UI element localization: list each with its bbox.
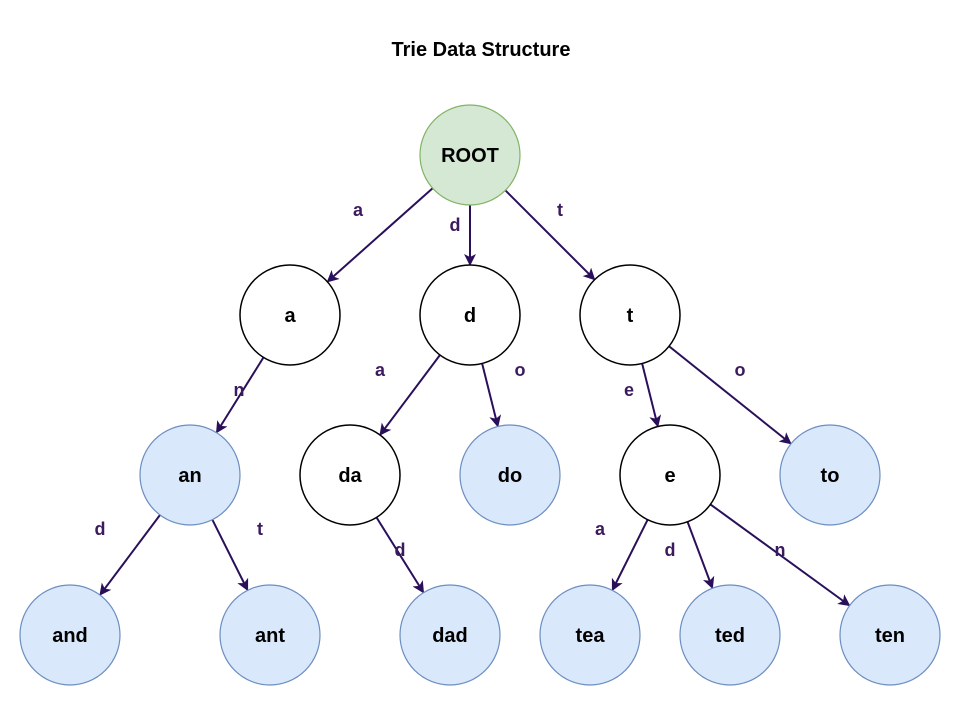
edge-label-a-an: n — [234, 380, 245, 400]
node-circle-t — [579, 264, 681, 366]
edge-t-to — [668, 345, 792, 445]
node-label-do: do — [498, 465, 522, 487]
edge-label-e-ted: d — [665, 540, 676, 560]
node-an: an — [139, 424, 241, 526]
node-t: t — [579, 264, 681, 366]
edge-da-dad — [375, 516, 425, 594]
node-circle-ant — [219, 584, 321, 686]
node-label-da: da — [338, 465, 362, 487]
edge-d-do — [481, 363, 502, 428]
node-and: and — [19, 584, 121, 686]
edge-an-and — [99, 514, 161, 596]
node-label-ted: ted — [715, 625, 745, 647]
edge-label-e-ten: n — [775, 540, 786, 560]
edge-label-an-and: d — [95, 519, 106, 539]
node-circle-ted — [679, 584, 781, 686]
node-circle-an — [139, 424, 241, 526]
node-label-a: a — [284, 305, 296, 327]
node-ant: ant — [219, 584, 321, 686]
edge-an-ant — [211, 519, 249, 592]
edge-label-e-tea: a — [595, 519, 606, 539]
edge-label-t-to: o — [735, 360, 746, 380]
node-circle-e — [619, 424, 721, 526]
edge-d-da — [379, 354, 441, 436]
node-ted: ted — [679, 584, 781, 686]
node-circle-a — [239, 264, 341, 366]
edge-label-da-dad: d — [395, 540, 406, 560]
edge-root-a — [326, 187, 434, 283]
edge-e-ted — [686, 521, 715, 590]
node-circle-d — [419, 264, 521, 366]
node-circle-tea — [539, 584, 641, 686]
node-circle-and — [19, 584, 121, 686]
edge-label-root-t: t — [557, 200, 563, 220]
edge-e-ten — [709, 503, 851, 607]
node-a: a — [239, 264, 341, 366]
node-circle-dad — [399, 584, 501, 686]
node-dad: dad — [399, 584, 501, 686]
node-d: d — [419, 264, 521, 366]
node-do: do — [459, 424, 561, 526]
node-to: to — [779, 424, 881, 526]
node-circle-do — [459, 424, 561, 526]
node-label-and: and — [52, 625, 88, 647]
edge-t-e — [641, 363, 662, 428]
edge-root-t — [504, 189, 596, 281]
node-label-ten: ten — [875, 625, 905, 647]
node-circle-ten — [839, 584, 941, 686]
edge-label-root-d: d — [450, 215, 461, 235]
node-label-an: an — [178, 465, 201, 487]
node-label-ant: ant — [255, 625, 285, 647]
node-ten: ten — [839, 584, 941, 686]
node-circle-to — [779, 424, 881, 526]
node-label-dad: dad — [432, 625, 468, 647]
node-label-to: to — [821, 465, 840, 487]
node-circle-root — [419, 104, 521, 206]
node-circle-da — [299, 424, 401, 526]
node-label-t: t — [627, 305, 634, 327]
edge-label-d-da: a — [375, 360, 386, 380]
node-label-e: e — [664, 465, 675, 487]
node-root: ROOT — [419, 104, 521, 206]
node-label-root: ROOT — [441, 145, 499, 167]
edge-label-an-ant: t — [257, 519, 263, 539]
edge-label-d-do: o — [515, 360, 526, 380]
node-tea: tea — [539, 584, 641, 686]
edge-a-an — [215, 356, 265, 434]
node-e: e — [619, 424, 721, 526]
edge-e-tea — [611, 519, 649, 592]
diagram-title: Trie Data Structure — [392, 39, 571, 61]
node-da: da — [299, 424, 401, 526]
edge-label-root-a: a — [353, 200, 364, 220]
node-label-d: d — [464, 305, 476, 327]
node-label-tea: tea — [576, 625, 606, 647]
edge-label-t-e: e — [624, 380, 634, 400]
